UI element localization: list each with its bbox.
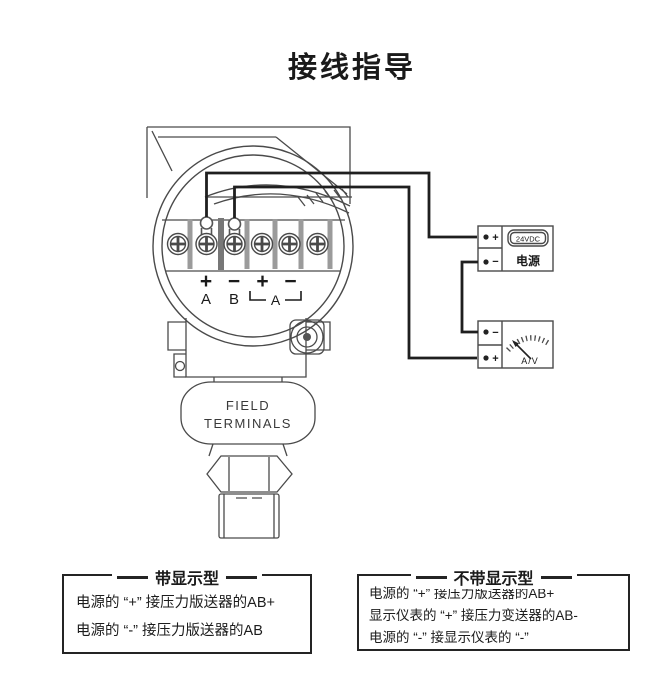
wires bbox=[205, 171, 478, 360]
terminal-letter-b: B bbox=[229, 291, 239, 308]
meter-scale-icon bbox=[506, 335, 550, 352]
hex-nut-icon bbox=[206, 455, 293, 493]
wire-transmitter-to-meter-plus bbox=[233, 185, 477, 360]
screw-icon bbox=[306, 232, 329, 256]
legend-line: 电源的 “+” 接压力版送器的AB+ bbox=[76, 595, 275, 611]
screw-icon bbox=[166, 232, 190, 256]
power-supply-labels: + − 24VDC 电源 bbox=[492, 232, 540, 268]
legend-line: 电源的 “+” 接压力版送器的AB+ bbox=[369, 586, 555, 601]
terminal-strip-bars bbox=[187, 219, 333, 269]
wire-transmitter-to-power-plus bbox=[205, 171, 477, 239]
terminal-sign-plus-2: + bbox=[256, 270, 268, 293]
terminal-sign-labels: + − + − bbox=[200, 270, 297, 293]
terminal-letter-bracket-a: A bbox=[271, 292, 281, 308]
power-display-frame bbox=[507, 229, 549, 247]
page-title: 接线指导 bbox=[288, 52, 417, 84]
terminal-letter-a: A bbox=[201, 291, 211, 308]
title-dash-left bbox=[116, 575, 148, 579]
power-minus-label: − bbox=[492, 256, 498, 268]
screw-icon bbox=[278, 232, 301, 256]
screw-icon bbox=[250, 232, 274, 256]
power-supply-label: 电源 bbox=[516, 253, 540, 268]
terminal-strip: + − + − A B A bbox=[162, 216, 345, 308]
legend-line: 显示仪表的 “+” 接压力变送器的AB- bbox=[369, 608, 578, 623]
power-plus-label: + bbox=[492, 232, 498, 244]
meter-needle-tip bbox=[512, 340, 519, 347]
thread-stub-icon bbox=[218, 493, 280, 539]
meter-minus-label: − bbox=[492, 327, 498, 339]
screw-icon bbox=[223, 232, 246, 256]
terminal-bracket bbox=[249, 291, 302, 301]
screw-icon bbox=[195, 232, 218, 256]
title-dash-right bbox=[226, 575, 258, 579]
terminal-sign-minus-b: − bbox=[228, 270, 240, 293]
terminal-letter-labels: A B A bbox=[201, 291, 281, 308]
terminal-sign-plus-a: + bbox=[200, 270, 212, 293]
transmitter-housing-cap bbox=[146, 126, 352, 214]
field-terminals-line2: TERMINALS bbox=[204, 416, 292, 431]
meter-box bbox=[477, 320, 554, 369]
legend-without-display-lines: 电源的 “+” 接压力版送器的AB+ 显示仪表的 “+” 接压力变送器的AB- … bbox=[359, 576, 628, 649]
power-minus-terminal-dot bbox=[483, 259, 489, 265]
meter-plus-label: + bbox=[492, 353, 498, 365]
power-plus-terminal-dot bbox=[483, 234, 489, 240]
transmitter-face bbox=[152, 145, 354, 347]
legend-without-display: 不带显示型 电源的 “+” 接压力版送器的AB+ 显示仪表的 “+” 接压力变送… bbox=[357, 565, 630, 651]
field-terminals-label: FIELD TERMINALS bbox=[204, 398, 292, 431]
field-terminals-oval bbox=[180, 377, 316, 457]
legend-without-display-title: 不带显示型 bbox=[410, 565, 577, 589]
legend-line: 电源的 “-” 接显示仪表的 “-” bbox=[369, 630, 529, 645]
title-dash-left bbox=[415, 575, 447, 579]
meter-unit-label: A/V bbox=[521, 356, 539, 366]
terminal-sign-minus-2: − bbox=[284, 270, 296, 293]
power-display-value: 24VDC bbox=[516, 235, 541, 244]
field-terminals-line1: FIELD bbox=[226, 398, 270, 413]
meter-plus-terminal-dot bbox=[483, 355, 489, 361]
meter-minus-terminal-dot bbox=[483, 329, 489, 335]
legend-with-display-lines: 电源的 “+” 接压力版送器的AB+ 电源的 “-” 接压力版送器的AB bbox=[64, 576, 310, 645]
legend-line: 电源的 “-” 接压力版送器的AB bbox=[76, 623, 263, 639]
title-dash-right bbox=[540, 575, 572, 579]
wire-power-minus-to-meter-minus bbox=[460, 260, 478, 334]
legend-with-display: 带显示型 电源的 “+” 接压力版送器的AB+ 电源的 “-” 接压力版送器的A… bbox=[62, 565, 312, 654]
neck-hole-icon bbox=[174, 360, 186, 372]
transmitter-neck bbox=[167, 318, 331, 378]
power-display-inner bbox=[509, 231, 547, 245]
meter-labels: − + A/V bbox=[492, 327, 539, 366]
screw-icons bbox=[166, 232, 329, 256]
legend-with-display-title-text: 带显示型 bbox=[154, 571, 220, 588]
legend-with-display-title: 带显示型 bbox=[111, 565, 263, 589]
power-supply-box bbox=[477, 225, 554, 272]
legend-without-display-title-text: 不带显示型 bbox=[453, 571, 534, 588]
side-boss-icon bbox=[289, 319, 325, 355]
